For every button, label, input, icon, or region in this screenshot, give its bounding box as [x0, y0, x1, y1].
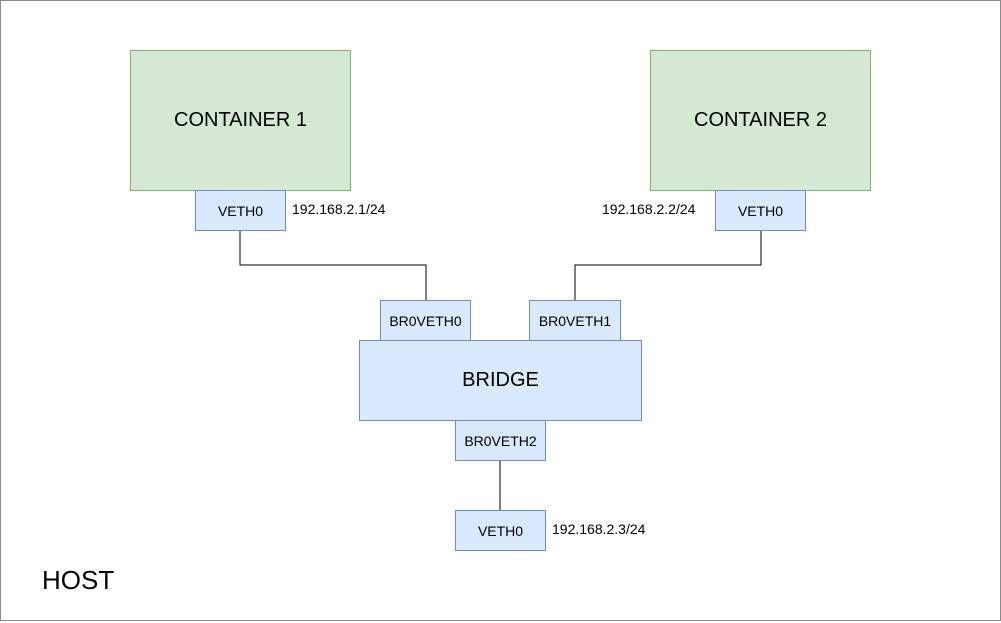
container-2[interactable]: CONTAINER 2: [650, 50, 871, 191]
container-2-veth0[interactable]: VETH0: [715, 190, 806, 231]
host-veth0-ip: 192.168.2.3/24: [552, 521, 646, 537]
bridge-port-br0veth2[interactable]: BR0VETH2: [455, 420, 546, 461]
container-2-label: CONTAINER 2: [694, 109, 827, 131]
container-1-label: CONTAINER 1: [174, 109, 307, 131]
container-1-veth0-label: VETH0: [217, 202, 264, 219]
container-1-veth0[interactable]: VETH0: [195, 190, 286, 231]
bridge-port-br0veth2-label: BR0VETH2: [464, 432, 537, 449]
bridge-port-br0veth1-label: BR0VETH1: [538, 312, 612, 329]
bridge-port-br0veth1[interactable]: BR0VETH1: [529, 300, 621, 341]
container-2-ip: 192.168.2.2/24: [602, 201, 696, 217]
host-veth0[interactable]: VETH0: [455, 510, 546, 551]
bridge-label: BRIDGE: [462, 369, 539, 391]
bridge-port-br0veth0[interactable]: BR0VETH0: [380, 300, 471, 341]
host-veth0-label: VETH0: [477, 522, 524, 539]
host-label: HOST: [42, 565, 115, 595]
bridge[interactable]: BRIDGE: [359, 340, 642, 421]
container-1[interactable]: CONTAINER 1: [130, 50, 351, 191]
container-2-veth0-label: VETH0: [737, 202, 784, 219]
container-1-ip: 192.168.2.1/24: [292, 201, 386, 217]
bridge-port-br0veth0-label: BR0VETH0: [389, 312, 462, 329]
